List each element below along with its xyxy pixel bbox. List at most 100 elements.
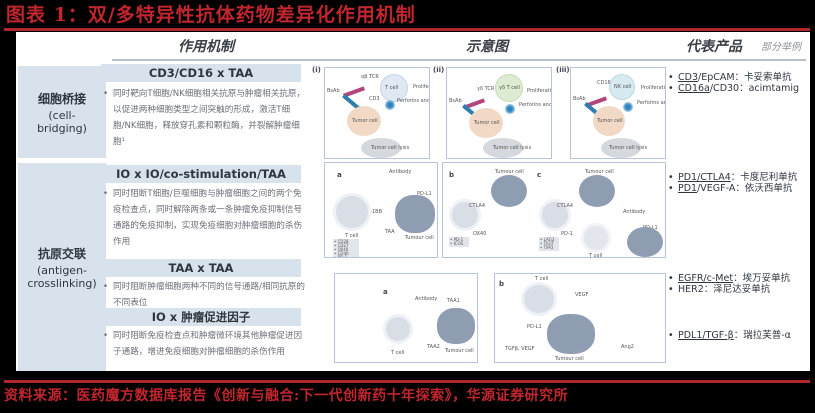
receptor-label: CD16: [597, 80, 611, 86]
panel-letter: a: [337, 171, 342, 179]
product-item: CD3/EpCAM：卡妥索单抗: [668, 72, 808, 83]
marker-item: • PD-1: [334, 255, 348, 258]
product-target: EGFR/c-Met: [678, 273, 734, 284]
marker-item: • ICOS: [450, 241, 464, 246]
subtype-io-tumor-factor: IO x 肿瘤促进因子: [101, 308, 301, 326]
antibody-label: BsAb: [327, 88, 340, 94]
source-rule: [4, 380, 810, 383]
product-name: /CD30：acimtamig: [709, 83, 800, 94]
product-item: PD1/CTLA4：卡度尼利单抗: [668, 172, 808, 183]
header-divider: [112, 59, 806, 61]
antibody-label: BsAb: [573, 96, 586, 102]
cell-label: T cell: [391, 350, 405, 356]
marker-item: • LAG3: [540, 237, 555, 242]
product-target: CD3: [678, 72, 698, 83]
cell-label: Tumor cell: [474, 120, 500, 126]
product-item: HER2：泽尼达妥单抗: [668, 284, 808, 295]
t-cell-shape: [380, 74, 408, 102]
receptor-label: 4-1BB: [367, 209, 383, 215]
antibody-label: Antibody: [389, 169, 412, 175]
diagram-io-factor-b: b T cell VEGF PD-L1 TGFβ, VEGF Ang2 Tumo…: [494, 273, 666, 363]
marker-item: • CD28: [334, 239, 349, 244]
factor-label: VEGF: [575, 292, 589, 298]
panel-letter: c: [537, 171, 542, 179]
diagram-bridging-iii: NK cell CD16 BsAb Proliferation Tumor ce…: [570, 67, 666, 159]
t-cell-shape: [581, 223, 611, 253]
lysed-cell-shape: [483, 138, 523, 158]
panel-letter: b: [449, 171, 455, 179]
subtype-description: 同时靶向T细胞/NK细胞相关抗原与肿瘤相关抗原，以促进两种细胞类型之间突触的形成…: [101, 86, 306, 150]
figure-panel: 作用机制 示意图 代表产品 部分举例 细胞桥接 (cell- bridging)…: [16, 32, 810, 371]
category-antigen-crosslinking: 抗原交联 (antigen- crosslinking): [18, 163, 106, 371]
figure-title: 图表 1：双/多特异性抗体药物差异化作用机制: [6, 4, 416, 26]
tumour-cell-shape: [395, 195, 435, 233]
receptor-label: γδ TCR: [477, 86, 495, 92]
cell-label: γδ T cell: [499, 85, 520, 91]
source-note: 资料来源：医药魔方数据库报告《创新与融合:下一代创新药十年探索》，华源证券研究所: [4, 388, 569, 404]
tumour-cell-shape: [437, 308, 475, 344]
category-cell-bridging: 细胞桥接 (cell- bridging): [18, 66, 106, 158]
panel-letter: b: [499, 280, 505, 288]
product-name: /EpCAM：卡妥索单抗: [698, 72, 792, 83]
tumour-cell-shape: [491, 175, 527, 207]
marker-list: • CD28 • CD27 • OX40 • CD40 • PD-1: [333, 239, 359, 258]
products-io: PD1/CTLA4：卡度尼利单抗 PD1/VEGF-A：依沃西单抗: [668, 172, 808, 194]
cell-label: Tumor cell lysis: [371, 145, 410, 151]
diagram-label: (ii): [433, 66, 445, 74]
diagram-bridging-ii: γδ T cell γδ TCR BsAb Proliferation Tumo…: [446, 67, 552, 159]
cell-label: Tumour cell: [445, 348, 474, 354]
cell-label: T cell: [589, 253, 603, 258]
granule-label: Perforins and granzymes: [397, 98, 430, 104]
antibody-label: BsAb: [449, 98, 462, 104]
product-target: PD1/CTLA4: [678, 172, 731, 183]
cell-label: Tumor cell lysis: [493, 145, 532, 151]
receptor-label: PD-1: [561, 231, 573, 237]
products-taa: EGFR/c-Met：埃万妥单抗 HER2：泽尼达妥单抗: [668, 273, 808, 295]
antibody-label: Antibody: [415, 296, 438, 302]
product-item: PDL1/TGF-β：瑞拉芙普-α: [668, 330, 808, 341]
t-cell-shape: [449, 199, 481, 231]
header-products: 代表产品: [686, 39, 742, 55]
subtype-taa-taa: TAA x TAA: [101, 259, 301, 277]
antigen-label: TAA2: [427, 344, 440, 350]
cell-label: Tumour cell: [495, 169, 524, 175]
subtype-io-io: IO x IO/co-stimulation/TAA: [101, 165, 301, 183]
t-cell-shape: [521, 282, 557, 316]
header-mechanism: 作用机制: [178, 39, 234, 55]
antibody-label: Antibody: [623, 209, 646, 215]
product-item: EGFR/c-Met：埃万妥单抗: [668, 273, 808, 284]
marker-item: • OX40: [334, 247, 349, 252]
lysed-cell-shape: [361, 138, 401, 158]
product-name: ：埃万妥单抗: [733, 273, 791, 284]
tumour-cell-shape: [579, 175, 615, 207]
t-cell-shape: [333, 193, 371, 231]
diagram-label: (iii): [556, 66, 570, 74]
receptor-label: TAA: [385, 229, 395, 235]
granzyme-icon: [505, 104, 515, 114]
product-name: HER2：泽尼达妥单抗: [678, 284, 771, 295]
factor-label: Ang2: [621, 344, 634, 350]
tumour-cell-shape: [547, 314, 595, 354]
category-name-en: (antigen-: [36, 263, 88, 277]
marker-list: • PD-1 • ICOS: [449, 237, 469, 247]
gd-t-cell-shape: [495, 74, 523, 102]
arrow-label: Proliferation: [641, 85, 666, 91]
category-name-zh: 细胞桥接: [37, 91, 86, 106]
cell-label: Tumor cell: [597, 118, 623, 124]
cell-label: T cell: [345, 233, 359, 239]
receptor-label: αβ TCR: [361, 74, 379, 80]
subtype-description: 同时阻断T细胞/巨噬细胞与肿瘤细胞之间的两个免疫检查点，同时解除两条或一条肿瘤免…: [101, 186, 306, 250]
diagram-taa-a: a Antibody TAA1 TAA2 T cell Tumour cell: [334, 273, 478, 363]
product-target: PDL1/TGF-β: [678, 330, 734, 341]
tumor-cell-shape: [469, 108, 503, 138]
tumor-cell-shape: [593, 106, 625, 136]
receptor-label: CD3: [369, 96, 380, 102]
products-tumor-factor: PDL1/TGF-β：瑞拉芙普-α: [668, 330, 808, 341]
antigen-label: TAA1: [447, 298, 460, 304]
cell-label: Tumor cell lysis: [609, 145, 648, 151]
t-cell-shape: [383, 314, 413, 344]
subtype-description: 同时阻断免疫检查点和肿瘤微环境其他肿瘤促进因子通路，增进免疫细胞对肿瘤细胞的杀伤…: [101, 328, 306, 360]
product-name: ：卡度尼利单抗: [730, 172, 798, 183]
cell-label: Tumour cell: [585, 169, 614, 175]
granule-label: Perforins and granzymes: [519, 102, 552, 108]
